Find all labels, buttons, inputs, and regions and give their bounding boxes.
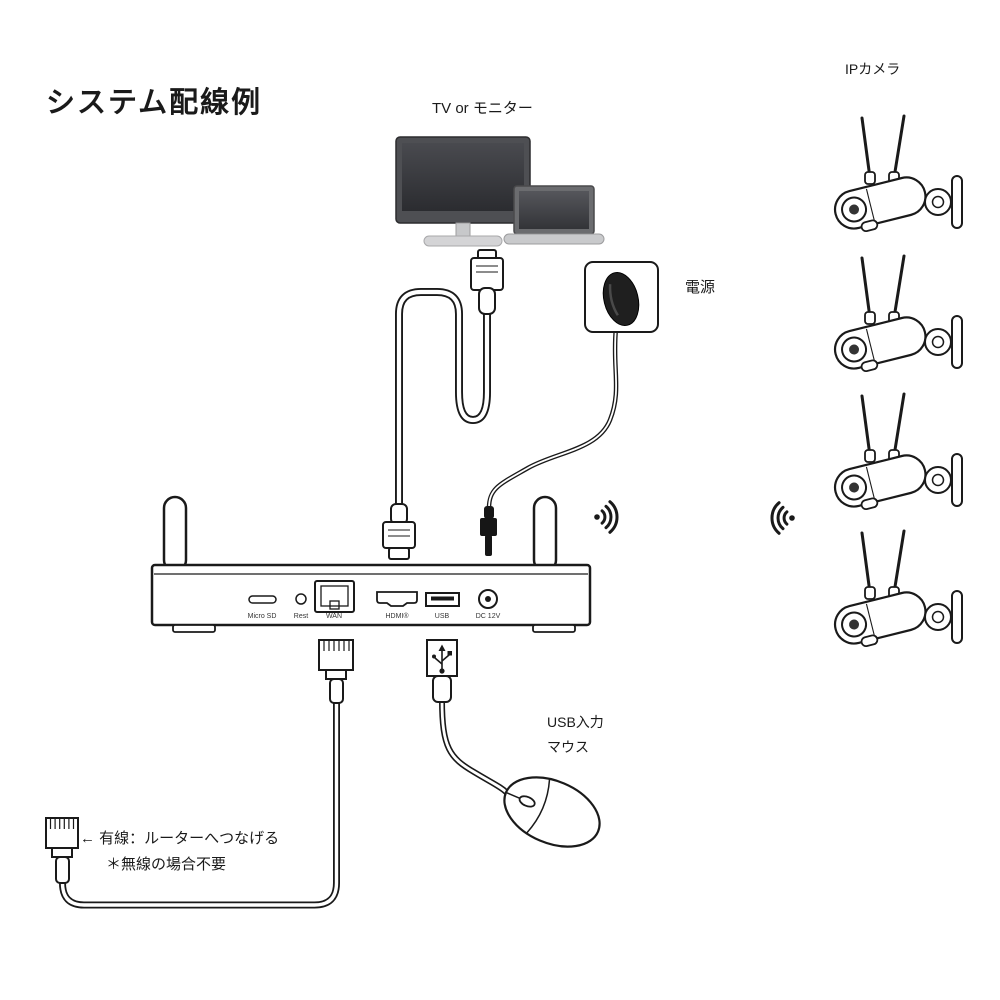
- wifi-icon-nvr: [594, 500, 619, 534]
- ethernet-plug-nvr: [318, 639, 354, 704]
- tv-monitor-label: TV or モニター: [432, 100, 533, 117]
- mouse-scroll-wheel: [518, 795, 536, 808]
- ethernet-cable: [59, 696, 340, 909]
- nvr-hdmi-port: [376, 591, 418, 607]
- mouse-label: マウス: [547, 739, 589, 755]
- nvr-usb-port: [425, 592, 460, 607]
- power-plug: [602, 271, 640, 327]
- page-title: システム配線例: [46, 87, 263, 119]
- port-label-usb: USB: [434, 613, 450, 620]
- usb-cable: [439, 697, 509, 795]
- nvr-antenna-left: [162, 495, 188, 573]
- ip-camera-3: [829, 392, 964, 517]
- tv-illustration: [395, 136, 531, 247]
- laptop-screen: [519, 191, 589, 229]
- hdmi-connector-nvr: [382, 503, 416, 560]
- usb-input-label: USB入力: [547, 714, 604, 730]
- wireless-note: ＊無線の場合不要: [106, 856, 227, 873]
- tv-stand-neck: [455, 222, 471, 238]
- ip-camera-2: [829, 254, 964, 379]
- ethernet-plug-router: [45, 817, 79, 884]
- hdmi-connector-top: [470, 249, 504, 315]
- port-label-microsd: Micro SD: [247, 613, 277, 620]
- port-label-hdmi: HDMI®: [385, 613, 409, 620]
- port-label-dc: DC 12V: [475, 613, 501, 620]
- wifi-icon-cameras: [770, 501, 795, 535]
- tv-stand-base: [423, 235, 503, 247]
- nvr-wan-port: [314, 580, 355, 613]
- tv-screen: [402, 143, 524, 211]
- port-label-wan: WAN: [325, 613, 343, 620]
- power-label: 電源: [685, 279, 716, 296]
- laptop-base: [503, 233, 605, 245]
- nvr-foot-left: [172, 624, 216, 633]
- nvr-box: [150, 563, 592, 633]
- wired-note: ← 有線：ルーターへつなげる: [80, 830, 280, 847]
- nvr-dc-jack: [478, 589, 498, 609]
- laptop-illustration: [503, 185, 605, 245]
- nvr-foot-right: [532, 624, 576, 633]
- power-outlet: [584, 261, 659, 333]
- usb-plug: [426, 639, 458, 703]
- dc-connector: [480, 506, 497, 556]
- nvr-antenna-right: [532, 495, 558, 573]
- mouse-button-split: [526, 779, 551, 834]
- hdmi-cable: [395, 288, 491, 512]
- ip-camera-4: [829, 529, 964, 654]
- usb-trident-icon: [432, 644, 452, 674]
- ip-camera-1: [829, 114, 964, 239]
- nvr-microsd-slot: [248, 595, 277, 604]
- port-label-reset: Rest: [293, 613, 309, 620]
- mouse-illustration: [503, 776, 601, 848]
- nvr-reset-hole: [295, 593, 307, 605]
- ip-camera-label: IPカメラ: [845, 61, 901, 77]
- power-cord: [486, 325, 619, 511]
